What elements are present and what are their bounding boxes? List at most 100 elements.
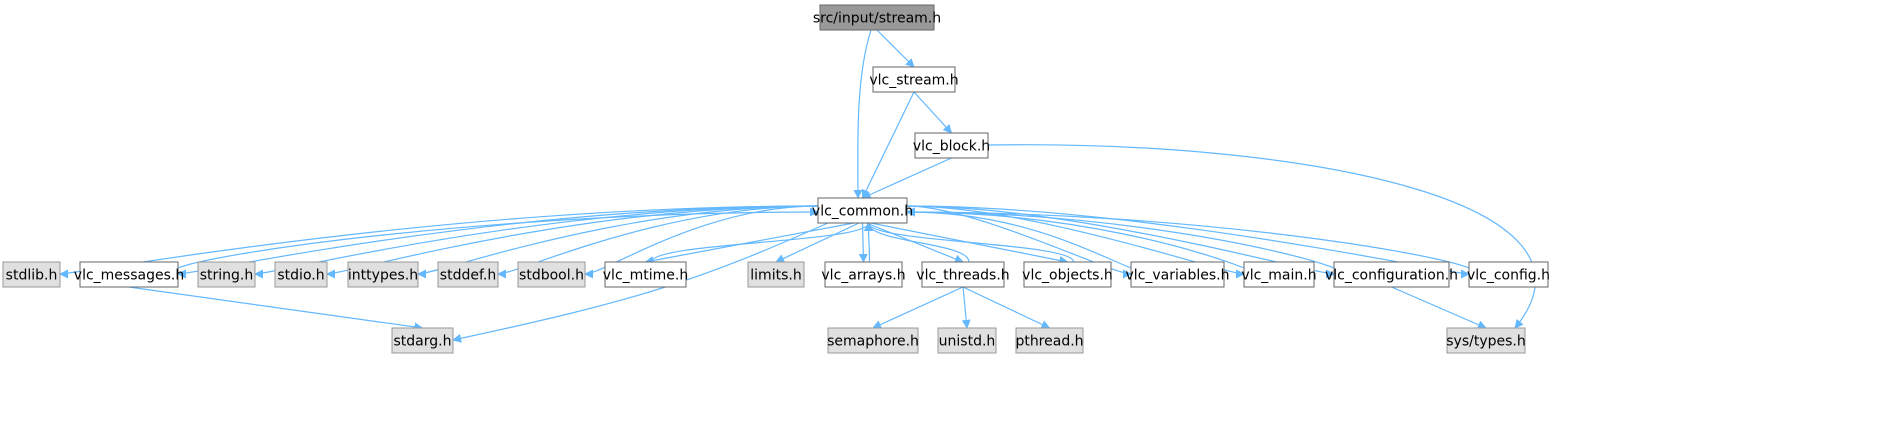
node-vlc-threads[interactable]: vlc_threads.h	[916, 261, 1010, 288]
node-vlc-mtime[interactable]: vlc_mtime.h	[603, 261, 688, 288]
node-box	[437, 261, 499, 288]
edge-vlc_configuration-to-sys_types	[1391, 286, 1487, 329]
edge-vlc_configuration-to-vlc_common	[906, 207, 1335, 269]
node-vlc-config[interactable]: vlc_config.h	[1467, 261, 1550, 288]
node-box	[937, 327, 997, 354]
edge-vlc_threads-to-vlc_common	[864, 222, 970, 263]
edge-vlc_variables-to-vlc_common	[906, 207, 1132, 269]
edge-vlc_common-to-vlc_configuration	[906, 205, 1335, 279]
node-box	[819, 4, 935, 31]
edge-vlc_common-to-vlc_main	[906, 205, 1245, 279]
edge-vlc_config-to-vlc_common	[906, 207, 1470, 269]
node-vlc-stream[interactable]: vlc_stream.h	[869, 66, 959, 93]
node-label: vlc_arrays.h	[821, 268, 905, 284]
node-box	[1446, 327, 1526, 354]
node-label: limits.h	[750, 268, 801, 284]
node-box	[817, 197, 908, 224]
node-label: stdlib.h	[6, 268, 58, 284]
node-stdarg: stdarg.h	[391, 327, 454, 354]
node-box	[824, 261, 903, 288]
node-label: sys/types.h	[1446, 334, 1525, 350]
edge-vlc_messages-to-vlc_common	[177, 207, 819, 269]
edge-vlc_common-to-vlc_arrays	[858, 222, 868, 263]
node-label: vlc_config.h	[1467, 268, 1550, 284]
node-label: vlc_stream.h	[869, 73, 958, 89]
node-label: pthread.h	[1015, 334, 1083, 350]
node-label: vlc_mtime.h	[603, 268, 688, 284]
node-label: semaphore.h	[827, 334, 919, 350]
node-box	[391, 327, 454, 354]
node-box	[79, 261, 179, 288]
node-label: vlc_main.h	[1241, 268, 1316, 284]
node-pthread: pthread.h	[1015, 327, 1084, 354]
edge-vlc_common-to-vlc_mtime	[644, 222, 854, 265]
node-box	[1130, 261, 1225, 288]
edge-vlc_common-to-stddef	[497, 205, 819, 279]
node-box	[872, 66, 956, 93]
node-vlc-variables[interactable]: vlc_variables.h	[1126, 261, 1230, 288]
node-box	[604, 261, 687, 288]
node-box	[517, 261, 586, 288]
node-box	[921, 261, 1005, 288]
edge-vlc_stream-to-vlc_block	[913, 91, 953, 134]
edge-vlc_common-to-inttypes	[417, 205, 819, 279]
node-label: stddef.h	[440, 268, 496, 284]
node-stdlib: stdlib.h	[2, 261, 61, 288]
node-label: stdbool.h	[519, 268, 584, 284]
node-box	[1243, 261, 1315, 288]
node-box	[827, 327, 919, 354]
node-unistd: unistd.h	[937, 327, 997, 354]
node-box	[1468, 261, 1549, 288]
node-label: stdio.h	[277, 268, 324, 284]
node-label: vlc_objects.h	[1022, 268, 1113, 284]
node-vlc-block[interactable]: vlc_block.h	[913, 132, 990, 159]
edge-stream-to-vlc_stream	[876, 29, 915, 68]
node-label: vlc_threads.h	[916, 268, 1009, 284]
node-box	[274, 261, 328, 288]
edge-vlc_common-to-vlc_variables	[906, 205, 1132, 279]
edge-vlc_main-to-vlc_common	[906, 207, 1245, 269]
node-vlc-main[interactable]: vlc_main.h	[1241, 261, 1317, 288]
edge-vlc_block-to-vlc_common	[861, 157, 952, 199]
edge-vlc_common-to-vlc_threads	[866, 222, 964, 264]
node-label: string.h	[200, 268, 254, 284]
node-label: stdarg.h	[394, 334, 452, 350]
node-vlc-arrays[interactable]: vlc_arrays.h	[821, 261, 906, 288]
edge-vlc_threads-to-semaphore	[872, 286, 964, 329]
node-box	[747, 261, 805, 288]
edge-vlc_mtime-to-vlc_common	[650, 222, 873, 263]
node-label: vlc_configuration.h	[1325, 268, 1458, 284]
node-limits: limits.h	[747, 261, 805, 288]
node-label: unistd.h	[939, 334, 996, 350]
node-vlc-configuration[interactable]: vlc_configuration.h	[1325, 261, 1458, 288]
node-vlc-common[interactable]: vlc_common.h	[812, 197, 913, 224]
node-label: vlc_block.h	[913, 139, 990, 155]
edge-vlc_arrays-to-vlc_common	[864, 222, 874, 263]
edge-vlc_threads-to-pthread	[962, 286, 1051, 329]
node-layer: src/input/stream.h vlc_stream.h vlc_block.…	[2, 4, 1550, 354]
node-stdio: stdio.h	[274, 261, 328, 288]
edge-vlc_objects-to-vlc_common	[864, 222, 1075, 263]
edge-vlc_messages-to-stdarg	[128, 286, 424, 332]
edge-vlc_threads-to-unistd	[961, 286, 971, 329]
node-string: string.h	[197, 261, 256, 288]
node-sys-types: sys/types.h	[1446, 327, 1526, 354]
edge-layer	[59, 29, 1536, 343]
node-label: vlc_common.h	[812, 204, 913, 220]
node-inttypes: inttypes.h	[347, 261, 419, 288]
node-label: vlc_variables.h	[1126, 268, 1230, 284]
node-label: src/input/stream.h	[813, 11, 941, 27]
edge-stream-to-vlc_common	[853, 29, 872, 199]
edge-vlc_common-to-stdio	[326, 205, 819, 279]
edge-vlc_common-to-stdbool	[584, 205, 819, 279]
node-label: inttypes.h	[348, 268, 418, 284]
node-vlc-objects[interactable]: vlc_objects.h	[1022, 261, 1113, 288]
node-vlc-messages[interactable]: vlc_messages.h	[74, 261, 184, 288]
node-stream[interactable]: src/input/stream.h	[813, 4, 941, 31]
node-box	[1023, 261, 1112, 288]
node-box	[914, 132, 989, 159]
node-stdbool: stdbool.h	[517, 261, 586, 288]
node-box	[1015, 327, 1084, 354]
node-label: vlc_messages.h	[74, 268, 184, 284]
